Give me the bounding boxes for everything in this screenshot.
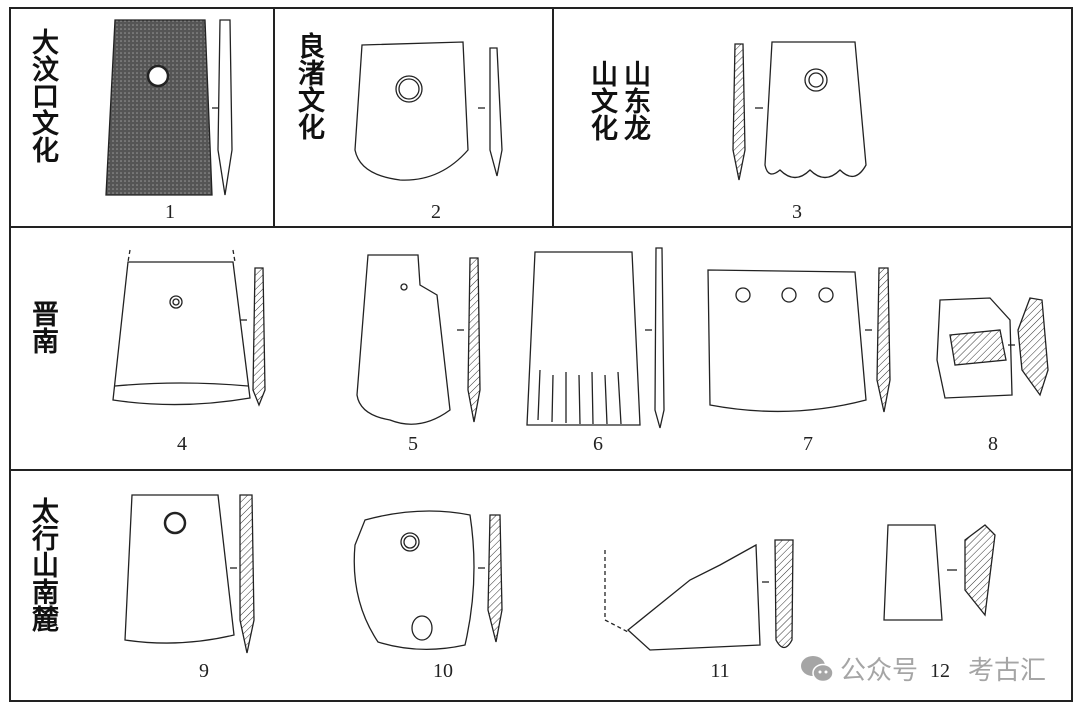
region-label-taihang: 太行山南麓 xyxy=(27,497,58,632)
artifact-11 xyxy=(604,539,794,651)
figure-number: 10 xyxy=(433,660,453,682)
artifact-1 xyxy=(105,19,233,196)
figure-number: 5 xyxy=(408,433,418,455)
artifact-8 xyxy=(936,297,1049,399)
figure-number: 9 xyxy=(199,660,209,682)
artifact-5 xyxy=(356,254,481,425)
artifact-3 xyxy=(732,41,867,181)
culture-label-liangzhu: 良渚文化 xyxy=(293,32,324,140)
culture-label-shandong-longshan: 山东龙山文化 xyxy=(586,60,650,141)
figure-number: 3 xyxy=(792,201,802,223)
artifact-10 xyxy=(353,510,503,650)
culture-label-dawenkou: 大汶口文化 xyxy=(27,28,58,163)
figure-number: 8 xyxy=(988,433,998,455)
artifact-2 xyxy=(354,41,503,181)
figure-number: 12 xyxy=(930,660,950,682)
watermark: 公众号 考古汇 xyxy=(800,650,1046,687)
artifact-9 xyxy=(124,494,255,654)
watermark-prefix: 公众号 xyxy=(840,656,919,686)
region-label-jinnan: 晋南 xyxy=(27,300,58,354)
figure-number: 1 xyxy=(165,201,175,223)
figure-number: 11 xyxy=(710,660,730,682)
figure-number: 2 xyxy=(431,201,441,223)
artifact-12 xyxy=(883,524,996,621)
wechat-icon xyxy=(801,655,834,682)
frame xyxy=(9,7,1073,702)
artifact-4 xyxy=(112,249,266,407)
watermark-name: 考古汇 xyxy=(968,656,1047,686)
artifact-6 xyxy=(526,247,665,429)
figure-number: 6 xyxy=(593,433,603,455)
figure-number: 4 xyxy=(177,433,187,455)
artifact-7 xyxy=(707,267,891,413)
figure-number: 7 xyxy=(803,433,813,455)
